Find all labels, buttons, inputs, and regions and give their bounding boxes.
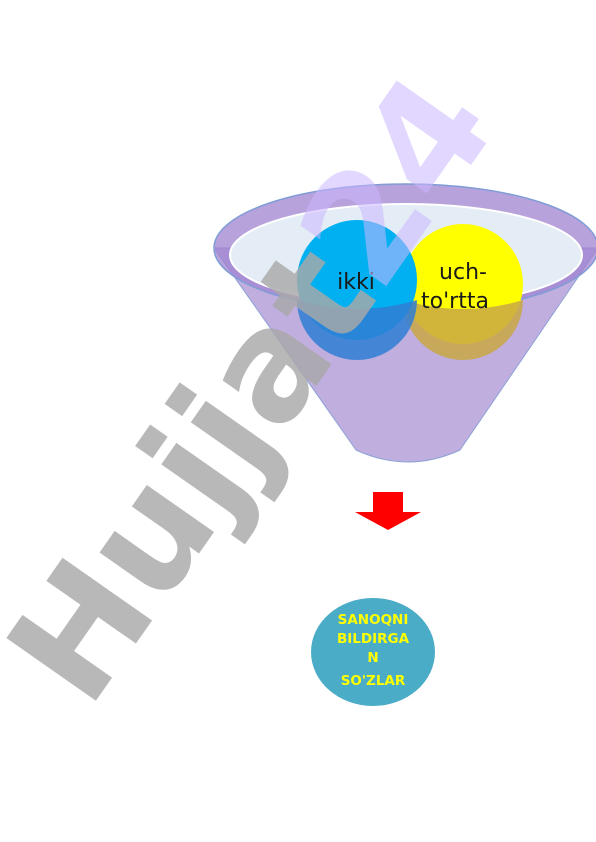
ball-uch-tortta-submerged [403, 300, 523, 360]
result-label-line3: N [367, 650, 378, 666]
result-circle [311, 598, 435, 706]
result-label-line1: SANOQNI [338, 612, 409, 628]
ball-ikki-submerged [297, 300, 417, 360]
ball-uch-tortta-label-line1: uch- [439, 260, 487, 285]
result-label-line4: SO'ZLAR [341, 673, 406, 689]
result-label-line2: BILDIRGA [337, 631, 410, 647]
ball-ikki-label: ikki [337, 270, 375, 295]
down-arrow-icon [355, 492, 421, 530]
ball-uch-tortta-label-line2: to'rtta [421, 289, 489, 314]
